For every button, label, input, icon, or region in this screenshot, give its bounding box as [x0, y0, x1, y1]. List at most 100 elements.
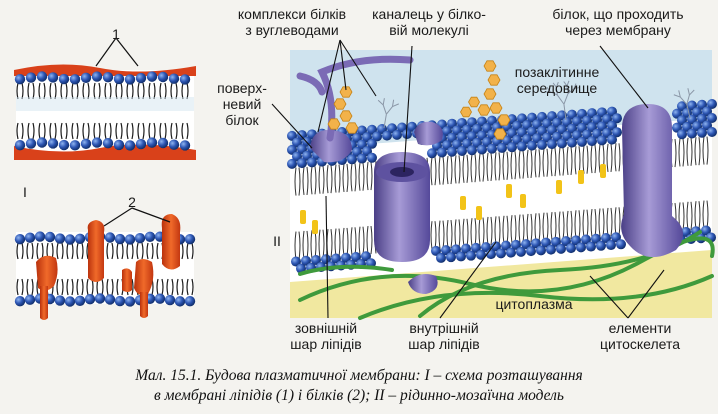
lipid-head	[556, 243, 566, 254]
sugar-branch	[687, 88, 690, 96]
lipid-head	[576, 242, 586, 253]
sugar-unit	[489, 102, 503, 114]
lipid-head	[471, 242, 481, 253]
lipid-tail	[558, 147, 565, 176]
lipid-head	[571, 235, 581, 246]
lipid-head	[80, 72, 92, 84]
lipid-head	[64, 234, 76, 245]
lipid-head	[436, 252, 446, 263]
label-outer-layer-line2: шар ліпідів	[290, 336, 362, 352]
lipid-head	[587, 136, 597, 147]
lipid-head	[496, 248, 506, 259]
lipid-head	[351, 251, 361, 262]
lipid-tail	[26, 278, 34, 296]
lipid-head	[14, 233, 26, 245]
lipid-tail	[702, 136, 709, 165]
lipid-tail	[38, 122, 46, 140]
lipid-tail	[170, 122, 178, 140]
lipid-head	[517, 141, 527, 152]
sugar-branch	[385, 106, 393, 115]
label-cytoskeleton: елементи цитоскелета	[590, 320, 690, 352]
cholesterol-molecule	[300, 210, 306, 224]
lipid-tail	[181, 82, 189, 100]
lipid-tail	[106, 278, 114, 296]
lipid-head	[497, 142, 507, 153]
schema-1-lipid-bilayer	[14, 64, 196, 160]
sugar-branch	[382, 104, 387, 115]
sugar-branch	[546, 86, 551, 93]
cholesterol-molecule	[578, 170, 584, 184]
integral-protein-shapes	[36, 214, 181, 320]
lipid-tail	[156, 278, 164, 296]
label-glycoproteins-line2: з вуглеводами	[245, 22, 339, 38]
lipid-head	[113, 73, 125, 85]
lipid-tail	[82, 82, 90, 100]
lipid-head	[124, 296, 136, 307]
lipid-tail	[71, 122, 79, 140]
sugar-branch	[556, 94, 565, 105]
label-surface-protein-line3: білок	[225, 112, 259, 128]
lipid-tail	[454, 155, 461, 184]
lipid-tail	[486, 152, 493, 182]
lipid-tail	[462, 154, 469, 183]
lipid-tail	[16, 82, 24, 100]
label-inner-layer-line1: внутрішній	[409, 320, 479, 336]
lipid-head	[531, 238, 541, 249]
lipid-head	[451, 244, 461, 255]
label-number-2: 2	[128, 194, 136, 210]
lipid-tail	[176, 278, 184, 296]
lipid-head	[164, 294, 176, 306]
label-surface-protein-line2: невий	[222, 96, 262, 112]
lipid-head	[367, 138, 377, 149]
lipid-head	[114, 233, 126, 245]
lipid-tail	[606, 143, 613, 172]
lipid-head	[64, 296, 76, 307]
lipid-tail	[104, 82, 112, 100]
lipid-head	[467, 145, 477, 156]
lipid-tail	[366, 162, 373, 191]
lipid-head	[567, 137, 577, 148]
label-transmembrane-line1: білок, що проходить	[552, 6, 684, 22]
lipid-head	[157, 137, 169, 149]
lipid-head	[157, 71, 169, 83]
lipid-tail	[686, 137, 693, 166]
lipid-tail	[76, 242, 84, 260]
lipid-head	[561, 236, 571, 247]
lipid-tail	[510, 151, 517, 180]
sugar-branch	[382, 98, 385, 106]
lipid-tail	[326, 165, 333, 194]
figure-caption: Мал. 15.1. Будова плазматичної мембрани:…	[0, 366, 718, 406]
sugar-branch	[563, 93, 569, 105]
lipid-head	[612, 127, 622, 138]
lipid-head	[69, 140, 81, 151]
label-inner-layer-line2: шар ліпідів	[408, 336, 480, 352]
lipid-tail	[66, 278, 74, 296]
lipid-head	[80, 138, 92, 150]
lipid-head	[527, 140, 537, 151]
lipid-head	[14, 73, 26, 85]
sugar-unit	[493, 128, 507, 140]
lipid-tail	[694, 137, 701, 166]
lipid-tail	[494, 152, 501, 181]
lipid-tail	[56, 242, 64, 260]
lipid-head	[697, 127, 707, 138]
lipid-head	[566, 243, 576, 254]
label-transmembrane: білок, що проходить через мембрану	[536, 6, 700, 38]
lipid-head	[707, 127, 717, 137]
lipid-head	[124, 74, 136, 85]
lipid-tail	[115, 122, 123, 140]
label-channel-line2: вій молекулі	[389, 22, 469, 38]
lipid-head	[591, 233, 601, 244]
lipid-tail	[148, 122, 156, 140]
label-glycoproteins: комплекси білків з вуглеводами	[222, 6, 362, 38]
label-glycoproteins-line1: комплекси білків	[237, 6, 347, 22]
lipid-head	[536, 245, 546, 256]
lipid-tail	[302, 166, 309, 196]
cholesterol-molecule	[600, 164, 606, 178]
sugar-unit	[487, 74, 501, 86]
lipid-head	[91, 71, 103, 82]
lipid-tail	[126, 122, 134, 140]
lipid-head	[104, 232, 116, 243]
lipid-tail	[26, 242, 34, 260]
lipid-tail	[478, 153, 485, 182]
